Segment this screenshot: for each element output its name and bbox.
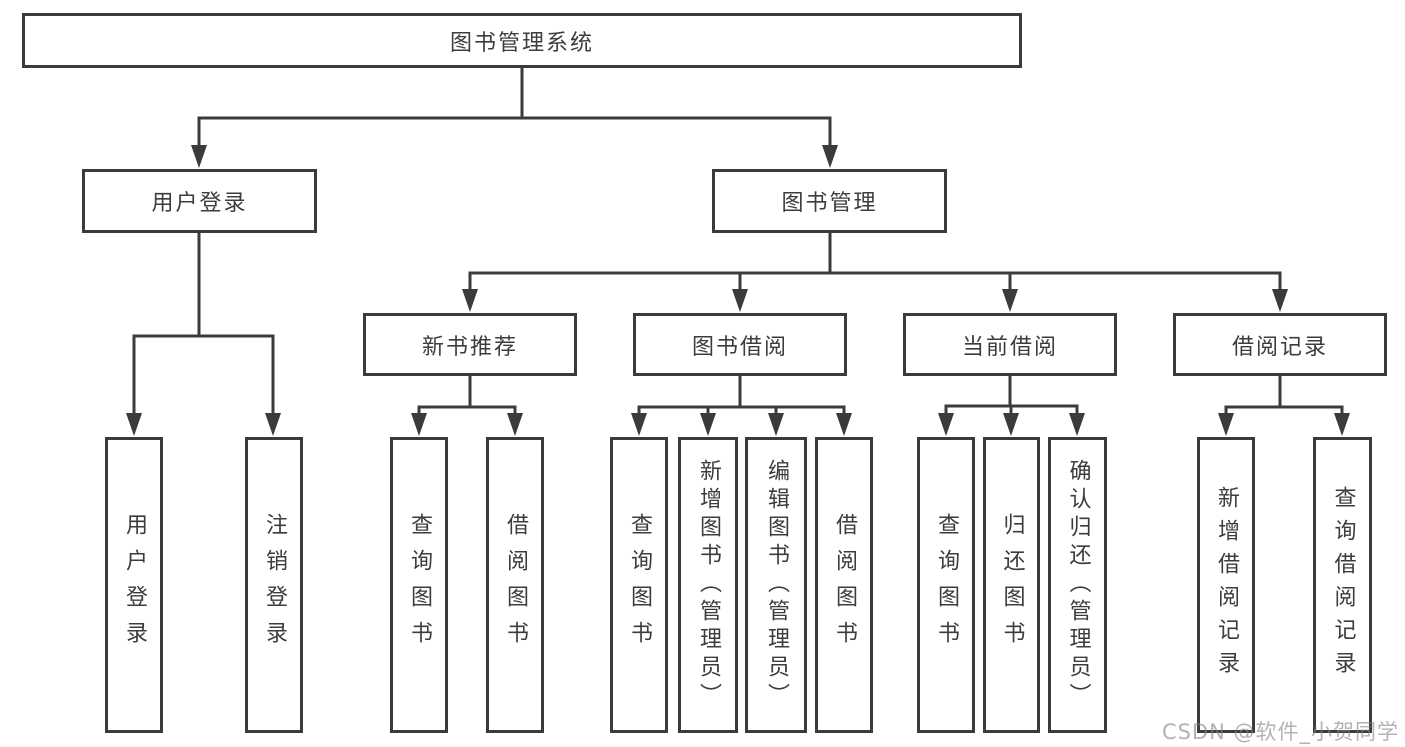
node-leaf-logout: 注销登录 [245, 437, 303, 733]
node-leaf-logout-label: 注销登录 [262, 513, 287, 657]
node-leaf-add-borrow-record-label: 新增借阅记录 [1214, 486, 1239, 684]
node-leaf-borrow-books: 借阅图书 [815, 437, 873, 733]
node-leaf-query-books-borrow-label: 查询图书 [627, 513, 652, 657]
node-leaf-borrow-books-recommend-label: 借阅图书 [503, 513, 528, 657]
node-leaf-confirm-return-admin-label: 确认归还（管理员） [1065, 459, 1091, 711]
node-leaf-query-books-current-label: 查询图书 [934, 513, 959, 657]
node-new-book-recommend-label: 新书推荐 [421, 334, 518, 360]
node-leaf-query-books-recommend: 查询图书 [390, 437, 448, 733]
branch-book-borrow [631, 374, 852, 436]
node-book-management: 图书管理 [712, 169, 947, 233]
node-leaf-query-books-recommend-label: 查询图书 [407, 513, 432, 657]
node-leaf-add-book-admin-label: 新增图书（管理员） [696, 459, 721, 711]
node-user-login: 用户登录 [82, 169, 317, 233]
node-leaf-user-login-label: 用户登录 [122, 513, 147, 657]
node-leaf-borrow-books-recommend: 借阅图书 [486, 437, 544, 733]
node-leaf-edit-book-admin: 编辑图书（管理员） [745, 437, 807, 733]
branch-new-book-recommend [411, 374, 523, 436]
node-leaf-add-book-admin: 新增图书（管理员） [678, 437, 738, 733]
node-leaf-query-books-borrow: 查询图书 [610, 437, 668, 733]
node-leaf-return-book: 归还图书 [983, 437, 1040, 733]
node-book-borrow: 图书借阅 [633, 313, 847, 376]
node-leaf-return-book-label: 归还图书 [999, 513, 1025, 657]
node-leaf-query-books-current: 查询图书 [917, 437, 975, 733]
branch-root [191, 66, 838, 168]
node-borrow-records-label: 借阅记录 [1231, 334, 1328, 360]
node-leaf-borrow-books-label: 借阅图书 [832, 513, 857, 657]
node-user-login-label: 用户登录 [151, 191, 248, 216]
node-root-label: 图书管理系统 [449, 30, 594, 56]
node-leaf-add-borrow-record: 新增借阅记录 [1197, 437, 1255, 733]
branch-borrow-records [1218, 374, 1350, 436]
branch-book-management [462, 231, 1288, 312]
node-book-borrow-label: 图书借阅 [691, 334, 788, 360]
node-current-borrow: 当前借阅 [903, 313, 1117, 376]
node-leaf-edit-book-admin-label: 编辑图书（管理员） [764, 459, 789, 711]
node-root-system: 图书管理系统 [22, 13, 1022, 68]
csdn-watermark: CSDN @软件_小贺同学 [1161, 720, 1399, 744]
node-leaf-query-borrow-record-label: 查询借阅记录 [1330, 486, 1356, 684]
node-current-borrow-label: 当前借阅 [961, 334, 1058, 360]
node-borrow-records: 借阅记录 [1173, 313, 1387, 376]
node-new-book-recommend: 新书推荐 [363, 313, 577, 376]
node-leaf-user-login: 用户登录 [105, 437, 163, 733]
node-book-management-label: 图书管理 [781, 191, 878, 216]
branch-user-login [126, 231, 281, 436]
branch-current-borrow [938, 374, 1085, 436]
node-leaf-query-borrow-record: 查询借阅记录 [1313, 437, 1372, 733]
node-leaf-confirm-return-admin: 确认归还（管理员） [1048, 437, 1107, 733]
